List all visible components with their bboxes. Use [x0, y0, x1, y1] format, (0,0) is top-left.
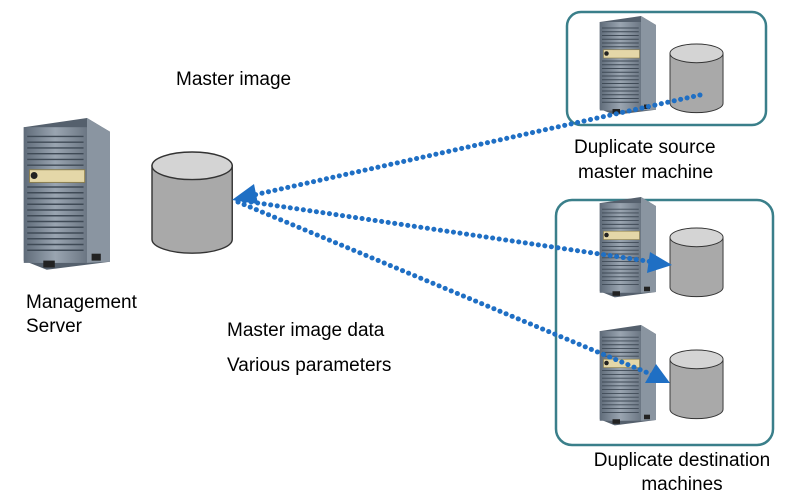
destination-machines-label-line2: machines	[641, 474, 723, 495]
management-server-label-line1: Management	[26, 292, 137, 313]
distribute-arrowhead-2	[645, 364, 670, 383]
management-server-icon	[23, 117, 111, 271]
destination-disk-1-icon	[669, 227, 724, 298]
destination-disk-2-icon	[669, 349, 724, 420]
distribute-arrow-1-line	[235, 197, 663, 266]
source-machine-group-frame	[565, 10, 768, 127]
source-machine-label-line1: Duplicate source	[574, 137, 716, 158]
upload-arrowhead	[232, 184, 258, 204]
upload-arrow-line	[242, 92, 703, 200]
management-server-label-line2: Server	[26, 316, 82, 337]
master-image-label: Master image	[176, 69, 292, 90]
destination-machines-group-frame	[554, 198, 775, 447]
destination-machines-label-line1: Duplicate destination	[593, 450, 771, 471]
master-image-disk-icon	[151, 151, 233, 254]
destination-server-1-icon	[599, 196, 657, 298]
distribute-arrowhead-1	[647, 252, 672, 273]
source-disk-icon	[669, 43, 724, 114]
payload-label-line1: Master image data	[227, 320, 385, 341]
destination-server-2-icon	[599, 324, 657, 426]
distribute-arrow-2-line	[235, 199, 663, 381]
source-server-icon	[599, 15, 657, 116]
payload-label-line2: Various parameters	[227, 355, 392, 376]
source-machine-label-line2: master machine	[578, 162, 714, 183]
